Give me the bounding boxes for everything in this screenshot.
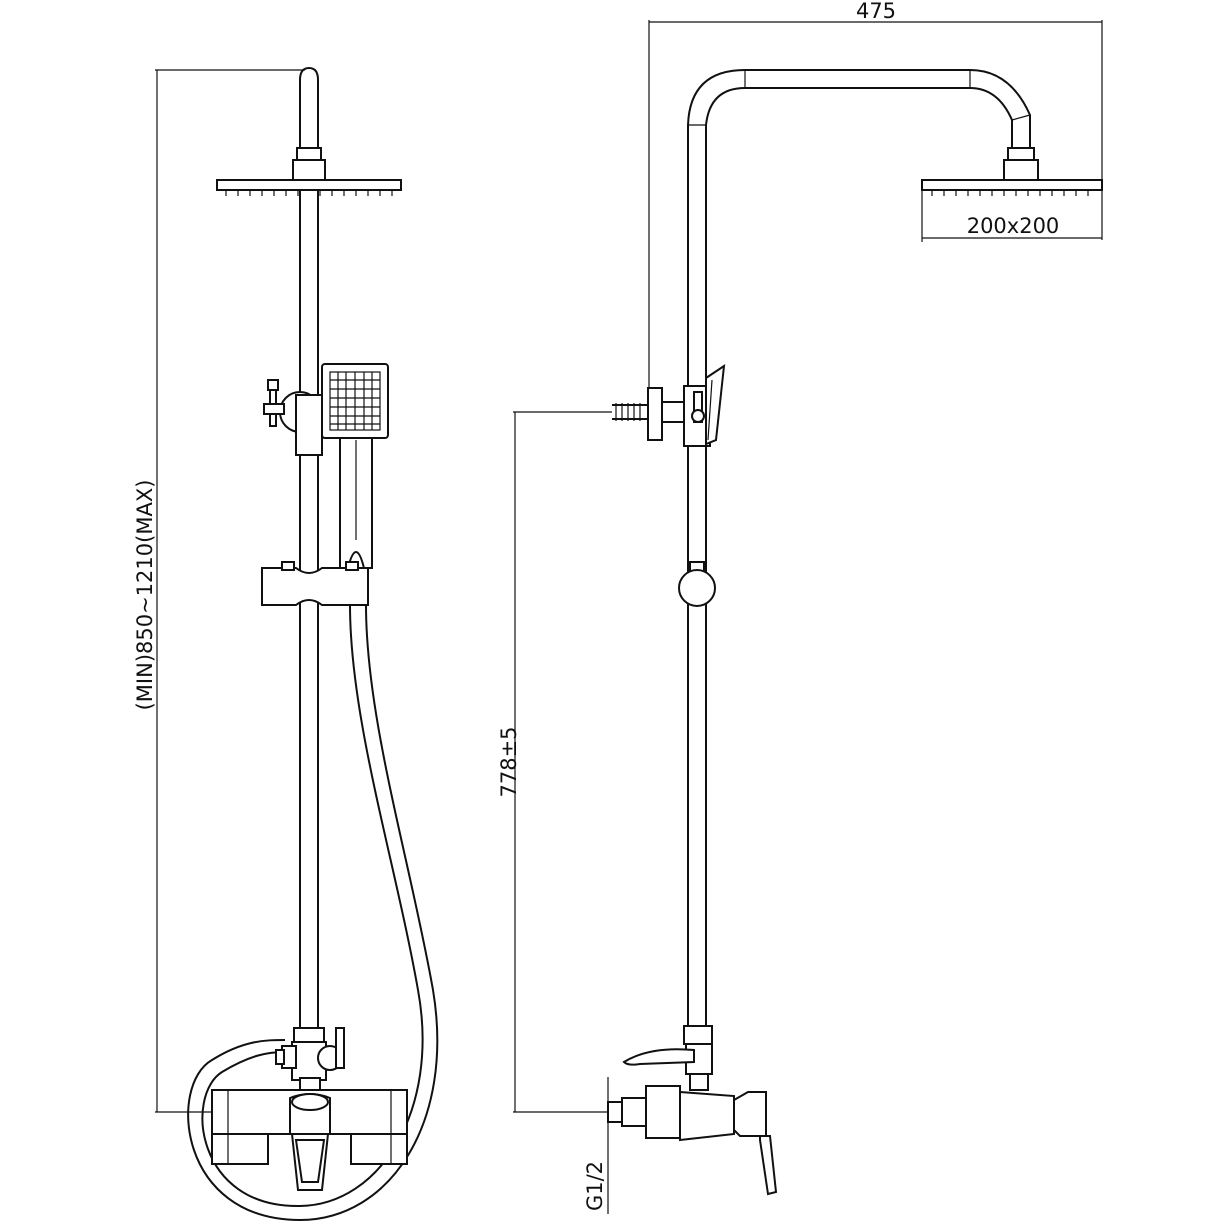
front-hose (187, 604, 439, 1222)
side-shower-head (921, 179, 1103, 196)
side-mixer (607, 1085, 778, 1196)
front-mixer (211, 1089, 408, 1191)
front-slider (261, 561, 369, 606)
thread-dimension: G1/2 (583, 1077, 609, 1214)
front-bottom-connector (275, 1027, 345, 1091)
side-bottom-connector (622, 1025, 713, 1091)
height-range-label: (MIN)850~1210(MAX) (133, 480, 157, 711)
front-diverter (263, 379, 323, 456)
width-dimension: 475 (648, 0, 1103, 390)
head-size-label: 200x200 (967, 214, 1060, 238)
side-view: 475 778±5 G1/2 200x200 (497, 0, 1103, 1214)
front-shower-head (216, 179, 402, 196)
inlet-height-dimension: 778±5 (497, 411, 612, 1113)
front-riser-pipe (299, 190, 319, 1030)
front-shower-arm (292, 66, 326, 181)
head-size-dimension: 200x200 (921, 190, 1102, 242)
total-width-label: 475 (856, 0, 896, 23)
side-wall-bracket (612, 363, 726, 447)
inlet-height-label: 778±5 (497, 726, 521, 797)
front-view: (MIN)850~1210(MAX) (133, 66, 439, 1222)
front-hand-shower (321, 363, 389, 569)
thread-label: G1/2 (583, 1161, 607, 1211)
height-dimension: (MIN)850~1210(MAX) (133, 69, 305, 1113)
side-riser-pipe (678, 446, 716, 1028)
side-overhead-arm (687, 69, 1039, 390)
